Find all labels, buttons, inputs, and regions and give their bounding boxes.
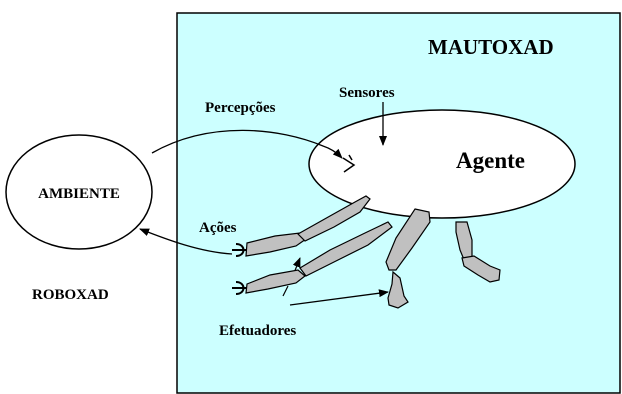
actions-arrow <box>139 228 233 255</box>
actions-label: Ações <box>199 220 237 236</box>
lower-hand-icon <box>232 281 246 295</box>
middle-leg <box>385 208 431 309</box>
effectors-label: Efetuadores <box>219 323 296 339</box>
perceptions-label: Percepções <box>205 100 276 116</box>
small-tick <box>282 285 289 297</box>
environment-label: AMBIENTE <box>38 186 120 202</box>
perception-arrow <box>151 129 343 159</box>
upper-hand-icon <box>232 243 246 257</box>
sensor-icon <box>342 154 356 173</box>
sensors-label: Sensores <box>339 85 395 101</box>
agent-ellipse <box>308 109 576 219</box>
lower-arm <box>245 221 393 294</box>
robot-label: ROBOXAD <box>32 287 109 303</box>
system-title: MAUTOXAD <box>428 35 554 59</box>
right-leg <box>455 221 501 283</box>
upper-arm <box>245 195 371 257</box>
environment-ellipse <box>5 134 153 250</box>
effectors-arrow <box>289 289 389 306</box>
agent-label: Agente <box>456 148 525 173</box>
